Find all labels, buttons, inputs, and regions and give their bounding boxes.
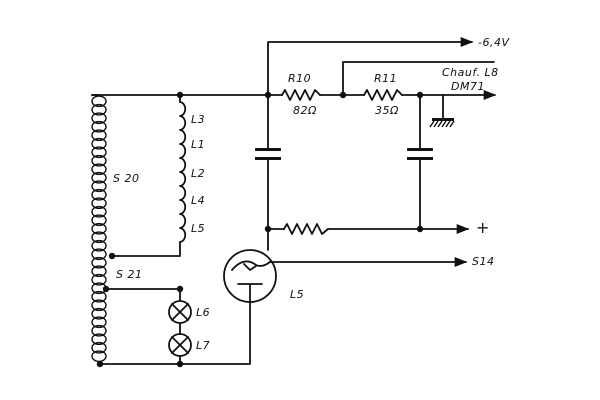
label-r10-value: 82Ω (293, 104, 317, 117)
wiring (91, 36, 497, 365)
coil-loop (91, 120, 107, 133)
coil-loop (91, 324, 107, 337)
coil-loop (91, 197, 107, 210)
coil-loop (91, 163, 107, 176)
coil-loop (91, 146, 107, 159)
coil-loop (91, 103, 107, 116)
coil-loop (91, 112, 107, 125)
junction-dots (96, 91, 424, 368)
coil-loop (91, 290, 107, 303)
label-supply: -6,4V (478, 36, 510, 49)
label-chauf-l8: Chauf. L8 (442, 66, 499, 79)
label-r10: R10 (288, 72, 311, 85)
label-l3: L3 (191, 113, 205, 126)
coil-loop (91, 137, 107, 150)
capacitor-left (255, 148, 281, 160)
coil-s20-s21 (91, 94, 107, 365)
resistor-grid (283, 223, 329, 235)
coil-loop (91, 154, 107, 167)
resistor-r11 (363, 89, 403, 101)
lamp-l6 (168, 300, 192, 324)
coil-loop (91, 248, 107, 261)
coil-loop (91, 129, 107, 142)
label-l1: L1 (191, 138, 205, 151)
ground-icon (429, 118, 455, 128)
coil-loop (91, 95, 107, 108)
label-l5-tube: L5 (290, 288, 304, 301)
coil-loop (91, 316, 107, 329)
coil-loop (91, 188, 107, 201)
label-l5-coil: L5 (191, 222, 205, 235)
coil-loop (91, 256, 107, 269)
coil-loop (91, 222, 107, 235)
label-dm71: DM71 (451, 80, 485, 93)
label-r11-value: 35Ω (375, 104, 399, 117)
coil-loop (91, 265, 107, 278)
coil-loop (91, 273, 107, 286)
label-r11: R11 (374, 72, 397, 85)
coil-loop (91, 214, 107, 227)
label-l4: L4 (191, 194, 205, 207)
lamp-l7 (168, 333, 192, 357)
capacitor-right (407, 148, 433, 160)
coil-loop (91, 231, 107, 244)
coil-loop (91, 307, 107, 320)
label-s14: S14 (472, 255, 494, 268)
label-s20: S 20 (113, 172, 139, 185)
label-l7: L7 (196, 339, 210, 352)
coil-loop (91, 299, 107, 312)
label-s21: S 21 (116, 268, 142, 281)
label-l2: L2 (191, 167, 205, 180)
coil-loop (91, 205, 107, 218)
coil-loop (91, 341, 107, 354)
label-l6: L6 (196, 306, 210, 319)
coil-loop (91, 239, 107, 252)
coil-loop (91, 333, 107, 346)
resistor-r10 (281, 89, 321, 101)
coil-l3-l5 (179, 101, 187, 243)
coil-loop (91, 180, 107, 193)
coil-loop (91, 171, 107, 184)
label-plus: + (476, 218, 490, 237)
vacuum-tube-l5 (223, 249, 277, 303)
